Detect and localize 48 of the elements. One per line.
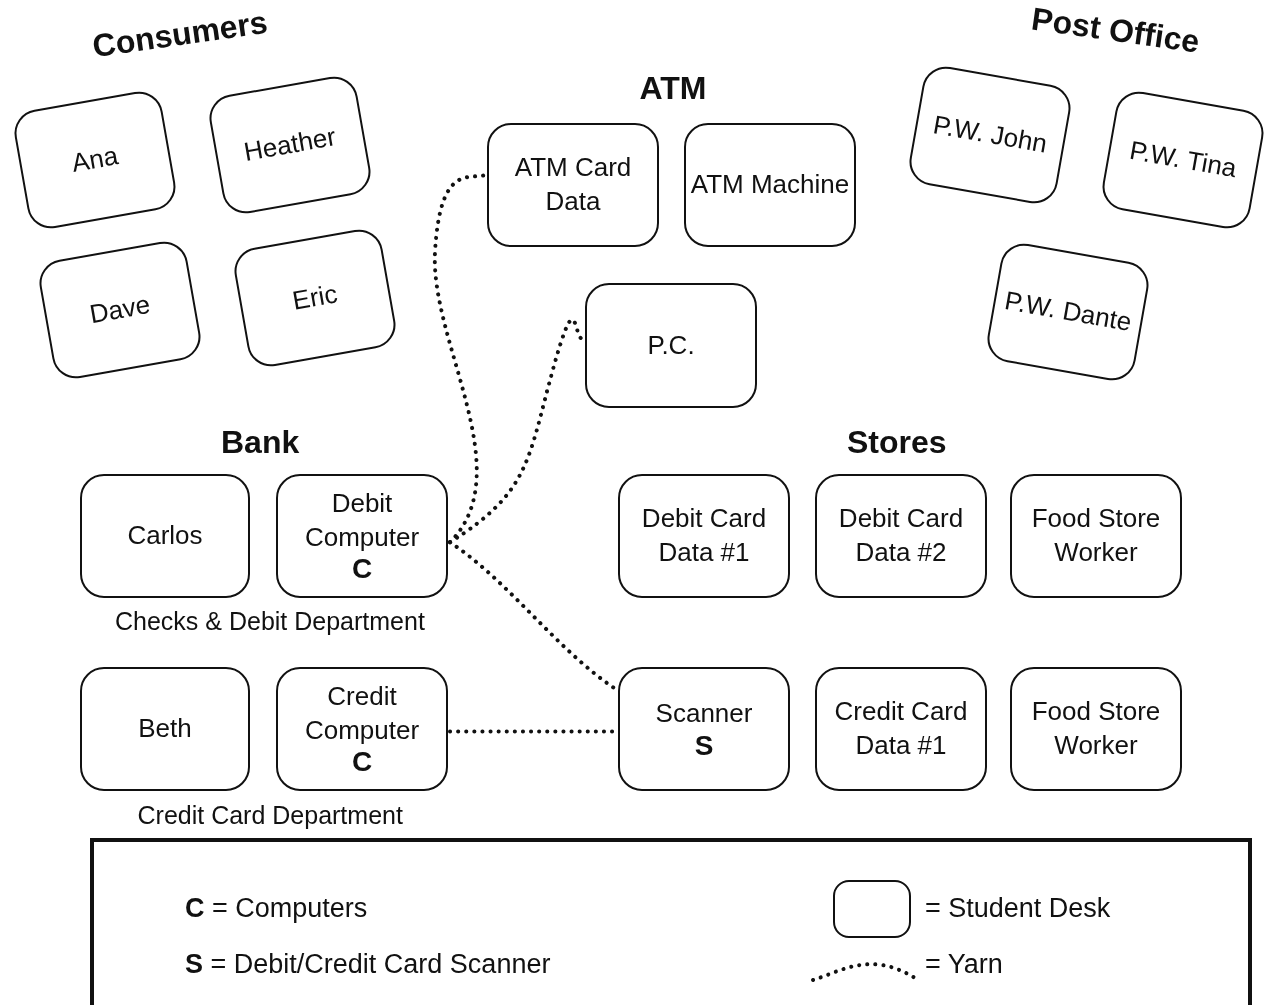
student-desk <box>684 123 856 247</box>
desk-label: P.W. Tina <box>1126 133 1240 186</box>
legend-text: = Student Desk <box>925 892 1111 924</box>
group-heading: Consumers <box>90 3 270 65</box>
desk-label: Credit Computer <box>303 679 421 747</box>
desk-label: Dave <box>86 288 154 332</box>
student-desk <box>1010 667 1182 791</box>
device-marker: S <box>694 730 714 762</box>
desk-label: Debit Card Data #2 <box>837 502 965 569</box>
student-desk <box>80 474 250 598</box>
group-heading: Stores <box>847 423 947 461</box>
desk-label: Scanner <box>654 696 754 730</box>
student-desk <box>618 667 790 791</box>
desk-label: Beth <box>137 712 193 746</box>
student-desk <box>276 667 448 791</box>
student-desk <box>80 667 250 791</box>
legend-text: = Yarn <box>925 948 1003 980</box>
student-desk <box>1010 474 1182 598</box>
student-desk <box>487 123 659 247</box>
desk-label: ATM Machine <box>689 168 851 202</box>
desk-label: P.W. Dante <box>1001 284 1135 339</box>
device-marker: C <box>351 747 373 779</box>
group-heading: Bank <box>221 423 300 461</box>
desk-label: Carlos <box>126 519 204 553</box>
desk-label: Food Store Worker <box>1030 695 1162 762</box>
group-heading: Post Office <box>1028 0 1202 61</box>
legend-text: S = Debit/Credit Card Scanner <box>185 948 551 980</box>
desk-label: Eric <box>289 277 341 318</box>
student-desk <box>585 283 757 408</box>
desk-label: P.W. John <box>929 108 1051 161</box>
legend-text: C = Computers <box>185 892 368 924</box>
device-marker: C <box>351 554 373 586</box>
desk-label: P.C. <box>646 328 696 362</box>
desk-label: Ana <box>68 139 122 180</box>
student-desk <box>815 474 987 598</box>
department-label: Checks & Debit Department <box>115 606 425 636</box>
student-desk <box>815 667 987 791</box>
desk-label: Heather <box>240 120 339 169</box>
student-desk <box>618 474 790 598</box>
desk-label: ATM Card Data <box>513 151 633 218</box>
desk-label: Debit Computer <box>303 486 421 554</box>
desk-label: Food Store Worker <box>1030 502 1162 569</box>
department-label: Credit Card Department <box>137 800 403 830</box>
student-desk <box>276 474 448 598</box>
desk-label: Credit Card Data #1 <box>833 695 969 762</box>
yarn-line <box>448 540 618 692</box>
group-heading: ATM <box>639 69 707 107</box>
desk-label: Debit Card Data #1 <box>640 502 768 569</box>
